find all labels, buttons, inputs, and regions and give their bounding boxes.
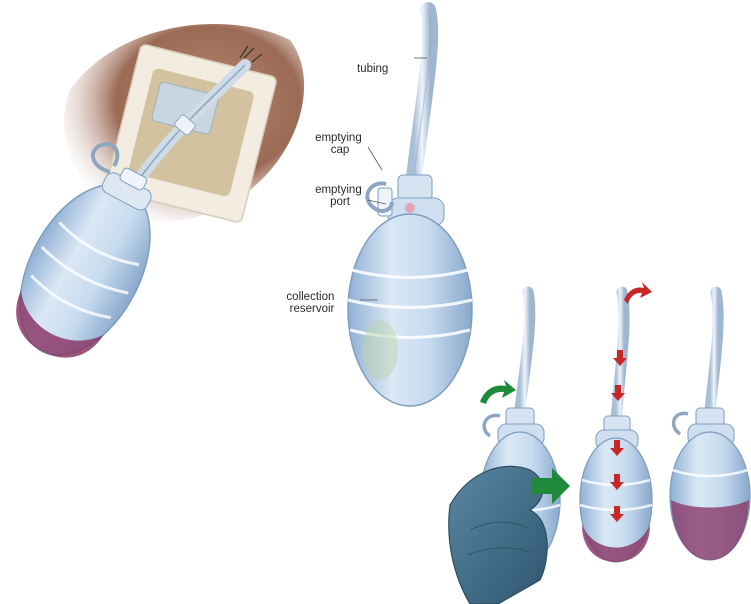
attached-drain-scene <box>0 24 304 377</box>
step-fluid-flow <box>580 282 652 562</box>
curved-arrow-icon <box>480 380 516 404</box>
center-tubing <box>414 10 430 178</box>
label-collection-reservoir: collection reservoir <box>286 291 337 315</box>
label-emptying-port: emptying port <box>315 184 365 208</box>
label-tubing: tubing <box>357 63 388 75</box>
label-emptying-cap: emptying cap <box>315 132 365 156</box>
curved-arrow-icon <box>624 282 652 304</box>
collection-reservoir-bulb <box>348 214 472 406</box>
step-filled-reservoir <box>670 292 750 560</box>
